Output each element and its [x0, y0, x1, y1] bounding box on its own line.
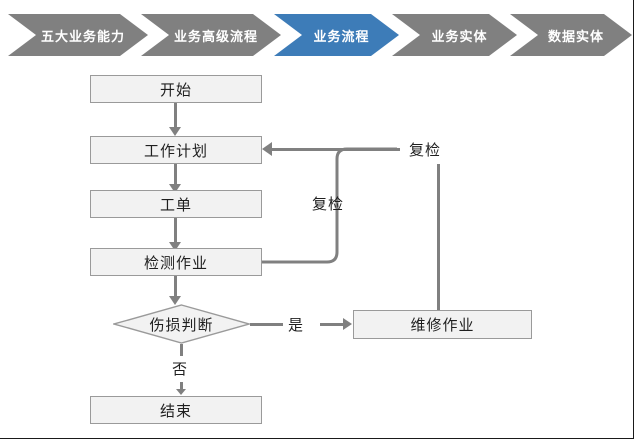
breadcrumb-label-3: 业务实体 — [431, 28, 488, 44]
node-end[interactable]: 结束 — [90, 396, 262, 424]
connector-start-to-workplan — [174, 103, 177, 129]
node-work-order[interactable]: 工单 — [90, 190, 262, 218]
node-repair[interactable]: 维修作业 — [353, 310, 532, 339]
arrowhead-recheck-to-workplan — [262, 142, 272, 156]
arrowhead-workplan-to-workorder — [169, 184, 181, 193]
edge-label-yes: 是 — [288, 317, 305, 334]
connector-decision-yes-seg1 — [250, 323, 283, 326]
node-start[interactable]: 开始 — [90, 75, 262, 103]
breadcrumb-label-1: 业务高级流程 — [173, 28, 258, 44]
connector-workplan-to-workorder — [174, 164, 177, 186]
connector-recheck-horizontal — [272, 148, 400, 151]
breadcrumb-label-4: 数据实体 — [547, 28, 604, 44]
node-repair-label: 维修作业 — [410, 317, 475, 334]
node-decision-label: 伤损判断 — [149, 316, 214, 334]
connector-decision-to-no — [180, 344, 183, 356]
node-work-plan[interactable]: 工作计划 — [90, 136, 262, 164]
connector-decision-yes-seg2 — [320, 323, 344, 326]
arrowhead-inspection-to-decision — [169, 296, 181, 305]
node-work-plan-label: 工作计划 — [143, 142, 208, 160]
node-work-order-label: 工单 — [159, 196, 192, 214]
node-start-label: 开始 — [159, 81, 192, 99]
connector-inspection-to-decision — [174, 276, 177, 298]
edge-label-recheck-inner: 复检 — [312, 196, 345, 213]
breadcrumb-label-2: 业务流程 — [313, 28, 370, 44]
edge-label-recheck-outer: 复检 — [409, 142, 442, 159]
node-inspection-label: 检测作业 — [143, 254, 208, 272]
breadcrumb-label-0: 五大业务能力 — [40, 28, 125, 44]
node-end-label: 结束 — [159, 402, 192, 420]
connector-no-to-end — [180, 382, 183, 390]
breadcrumb: 五大业务能力 业务高级流程 业务流程 业务实体 数据实体 — [0, 14, 633, 56]
arrowhead-no-to-end — [176, 389, 186, 395]
node-inspection[interactable]: 检测作业 — [90, 248, 262, 276]
arrowhead-decision-to-repair — [343, 318, 352, 330]
edge-label-no: 否 — [172, 361, 189, 378]
arrowhead-start-to-workplan — [169, 127, 181, 136]
connector-repair-to-recheck — [437, 164, 440, 310]
arrowhead-workorder-to-inspection — [169, 242, 181, 251]
breadcrumb-item-4[interactable]: 数据实体 — [510, 14, 632, 56]
diamond-shape — [113, 304, 250, 344]
connector-workorder-to-inspection — [174, 218, 177, 244]
node-decision[interactable]: 伤损判断 — [113, 304, 250, 344]
